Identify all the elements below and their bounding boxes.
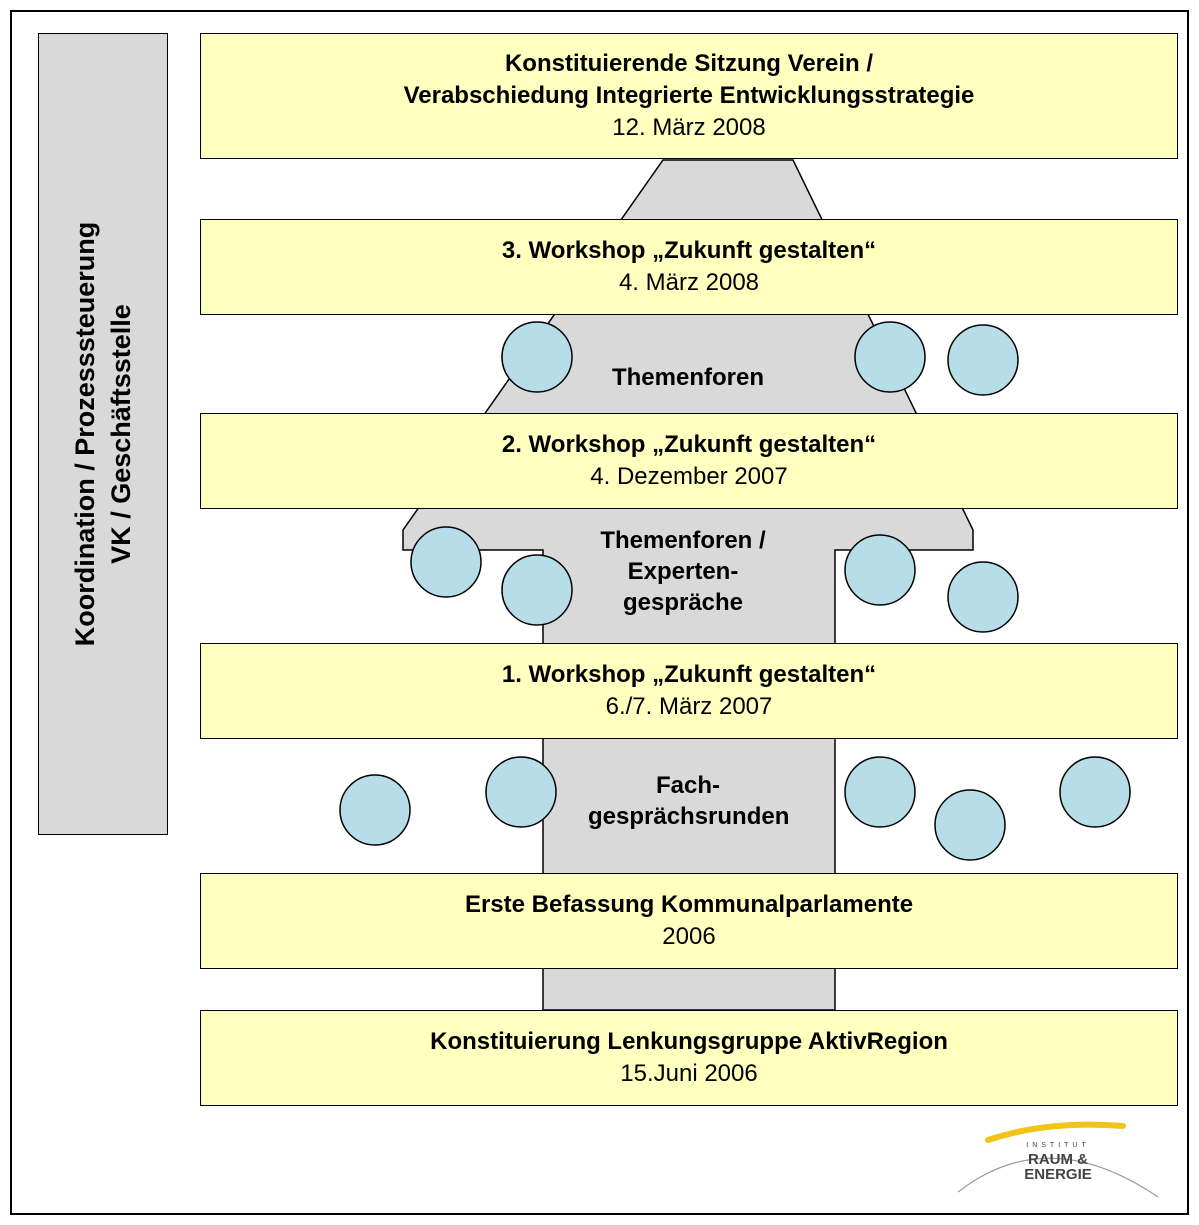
stage-date: 6./7. März 2007 [605, 693, 773, 720]
coordination-sidebar: Koordination / Prozesssteuerung VK / Ges… [38, 33, 168, 835]
label-line: gesprächsrunden [588, 803, 790, 830]
stage-title: 3. Workshop „Zukunft gestalten“ [501, 237, 877, 264]
forum-circle [934, 789, 1006, 861]
stage-box-workshop-3: 3. Workshop „Zukunft gestalten“ 4. März … [200, 219, 1178, 315]
label-themenforen-text: Themenforen [611, 364, 764, 391]
label-fachgespraechsrunden: Fach- gesprächsrunden [588, 770, 790, 832]
forum-circle [844, 534, 916, 606]
forum-circle [501, 321, 573, 393]
logo-line-2: ENERGIE [1024, 1166, 1092, 1183]
forum-circle [410, 526, 482, 598]
forum-circle [854, 321, 926, 393]
stage-date: 15.Juni 2006 [620, 1060, 758, 1087]
stage-date: 4. März 2008 [618, 269, 760, 296]
label-line: Fach- [655, 772, 720, 799]
forum-circle [1059, 756, 1131, 828]
stage-box-kommunalparlamente: Erste Befassung Kommunalparlamente 2006 [200, 873, 1178, 969]
stage-title: 1. Workshop „Zukunft gestalten“ [501, 661, 877, 688]
stage-box-lenkungsgruppe: Konstituierung Lenkungsgruppe AktivRegio… [200, 1010, 1178, 1106]
logo-line-1: RAUM & [1028, 1151, 1088, 1168]
forum-circle [339, 774, 411, 846]
sidebar-line-1: Koordination / Prozesssteuerung [70, 221, 100, 647]
logo-swoosh-icon [957, 1121, 1159, 1198]
sidebar-line-2: VK / Geschäftsstelle [106, 304, 136, 564]
institut-raum-energie-logo: INSTITUT RAUM & ENERGIE [948, 1112, 1168, 1212]
forum-circle [485, 756, 557, 828]
label-themenforen-experten: Themenforen / Experten- gespräche [583, 525, 783, 618]
stage-title: 2. Workshop „Zukunft gestalten“ [501, 431, 877, 458]
label-line: Themenforen / [600, 527, 766, 554]
forum-circle [947, 561, 1019, 633]
stage-box-workshop-1: 1. Workshop „Zukunft gestalten“ 6./7. Mä… [200, 643, 1178, 739]
stage-date: 12. März 2008 [612, 114, 766, 141]
stage-box-workshop-2: 2. Workshop „Zukunft gestalten“ 4. Dezem… [200, 413, 1178, 509]
stage-title: Konstituierung Lenkungsgruppe AktivRegio… [430, 1028, 948, 1055]
forum-circle [501, 554, 573, 626]
logo-small-text: INSTITUT [1026, 1142, 1090, 1149]
stage-title: Konstituierende Sitzung Verein / [504, 50, 874, 77]
stage-title: Erste Befassung Kommunalparlamente [464, 891, 914, 918]
forum-circle [844, 756, 916, 828]
label-line: Experten- [627, 558, 739, 585]
sidebar-label: Koordination / Prozesssteuerung VK / Ges… [67, 222, 139, 647]
stage-title-line-2: Verabschiedung Integrierte Entwicklungss… [403, 82, 975, 109]
diagram-frame [10, 10, 1189, 1215]
forum-circle [947, 324, 1019, 396]
stage-box-verein: Konstituierende Sitzung Verein / Verabsc… [200, 33, 1178, 159]
label-line: gespräche [622, 589, 744, 616]
stage-date: 4. Dezember 2007 [590, 463, 788, 490]
label-themenforen: Themenforen [588, 362, 788, 393]
stage-date: 2006 [662, 923, 716, 950]
